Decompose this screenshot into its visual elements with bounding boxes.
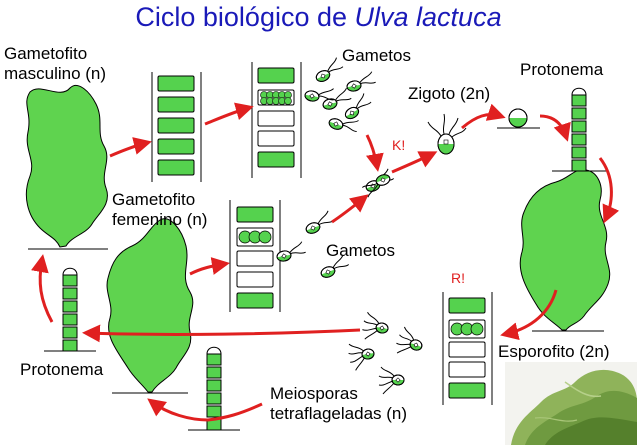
- fusing-gametes-icon: [360, 167, 396, 199]
- arrow-filament-to-gametangia: [204, 102, 254, 126]
- meiospores-label-line1: Meiosporas: [270, 384, 358, 403]
- male-gametes-group-icon: [303, 56, 378, 137]
- arrow-zygote-to-attach: [461, 103, 506, 130]
- sporangia-filament-icon: [442, 292, 493, 405]
- arrow-spores-to-protonema-bottom: [147, 398, 263, 422]
- arrow-protonema-to-male: [31, 254, 54, 323]
- male-gametophyte-thallus-icon: [25, 84, 108, 250]
- title-species: Ulva lactuca: [354, 2, 502, 32]
- arrow-female-gametes-to-fusion: [331, 194, 369, 224]
- zygote-label: Zigoto (2n): [408, 84, 491, 103]
- arrow-male-to-filament: [109, 137, 152, 158]
- karyogamy-mark: K!: [392, 137, 406, 153]
- arrow-protonema-to-sporophyte: [598, 157, 620, 224]
- arrow-sporophyte-to-sporangia: [500, 289, 558, 341]
- male-gametophyte-label-line1: Gametofito: [4, 44, 88, 63]
- gametes-top-label: Gametos: [342, 46, 411, 65]
- arrow-female-to-filament: [189, 257, 230, 276]
- page-title: Ciclo biológico de Ulva lactuca: [0, 2, 637, 33]
- protonema-right-label: Protonema: [520, 60, 604, 79]
- protonema-right-icon: [552, 87, 606, 172]
- cycle-arrows: [31, 102, 620, 422]
- meiospores-label-line2: tetraflageladas (n): [270, 404, 408, 423]
- title-prefix: Ciclo biológico de: [135, 2, 355, 32]
- ulva-photo: [505, 362, 637, 445]
- male-gametangia-filament-icon: [251, 62, 302, 178]
- female-gametangia-filament-icon: [229, 200, 281, 312]
- male-gametophyte-label-line2: masculino (n): [4, 64, 107, 83]
- female-gametophyte-thallus-icon: [106, 218, 194, 394]
- sporophyte-thallus-icon: [519, 169, 611, 332]
- male-filament-icon: [151, 72, 202, 182]
- gametes-bottom-label: Gametos: [326, 241, 395, 260]
- protonema-left-icon: [44, 267, 96, 352]
- female-gametophyte-label-line1: Gametofito: [112, 190, 196, 209]
- meiospores-group-icon: [346, 311, 427, 395]
- protonema-left-label: Protonema: [20, 360, 104, 379]
- protonema-bottom-icon: [188, 346, 240, 431]
- sporophyte-label: Esporofito (2n): [498, 342, 610, 361]
- arrow-gametes-to-fusion: [365, 134, 384, 172]
- arrow-fusion-to-zygote: [391, 151, 438, 174]
- meiosis-mark: R!: [451, 270, 465, 286]
- arrow-attach-to-protonema: [539, 114, 571, 142]
- free-zygote-icon: [427, 113, 467, 155]
- attached-zygote-icon: [497, 108, 540, 129]
- arrow-spores-to-protonema-left: [82, 324, 361, 343]
- female-gametophyte-label-line2: femenino (n): [112, 210, 208, 229]
- ulva-photo-drawing: [505, 362, 637, 445]
